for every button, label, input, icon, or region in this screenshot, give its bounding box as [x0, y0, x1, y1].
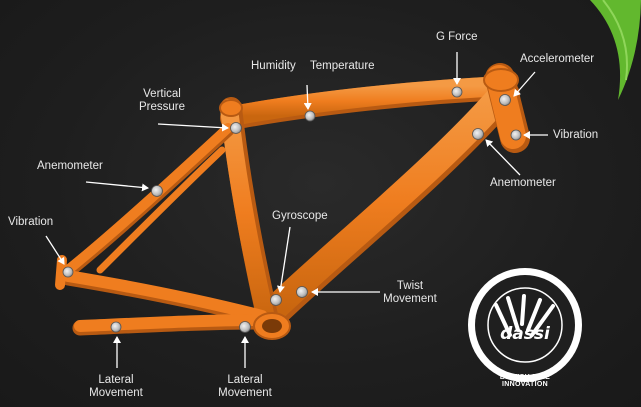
sensor-lateral-right	[239, 321, 251, 333]
sensor-vibration-left	[62, 266, 74, 278]
label-anemometer-left: Anemometer	[37, 160, 103, 172]
sensor-lateral-left	[110, 321, 122, 333]
sensor-bolts	[62, 86, 522, 333]
bottom-bracket-hole	[262, 319, 282, 333]
sensor-temperature	[304, 110, 316, 122]
label-vertical-pressure: Vertical Pressure	[138, 88, 186, 113]
sensor-anemometer-right	[472, 128, 484, 140]
label-gyroscope: Gyroscope	[272, 210, 328, 222]
sensor-anemometer-left	[151, 185, 163, 197]
label-lateral-movement-left: Lateral Movement	[89, 374, 143, 399]
label-temperature: Temperature	[310, 60, 375, 72]
sensor-vertical-pressure	[230, 122, 242, 134]
sensor-twist	[296, 286, 308, 298]
leader-arrows	[45, 52, 548, 368]
sensor-gyroscope	[270, 294, 282, 306]
sensor-accelerometer	[499, 94, 511, 106]
head-tube-cap	[483, 68, 519, 92]
logo-brand: dassi	[500, 324, 550, 344]
label-vibration-left: Vibration	[8, 216, 54, 228]
corner-swoosh	[590, 0, 641, 100]
bike-frame	[55, 63, 530, 336]
sensor-vibration-right	[510, 129, 522, 141]
label-twist-movement: Twist Movement	[383, 280, 437, 305]
label-lateral-movement-right: Lateral Movement	[218, 374, 272, 399]
label-anemometer-right: Anemometer	[490, 177, 556, 189]
label-g-force: G Force	[436, 31, 478, 43]
sensor-g-force	[451, 86, 463, 98]
dassi-logo	[468, 268, 582, 382]
label-humidity: Humidity	[251, 60, 296, 72]
label-accelerometer: Accelerometer	[520, 53, 595, 65]
seat-collar	[219, 99, 243, 117]
logo-tagline: BRITISH BIKE INNOVATION	[499, 374, 551, 388]
label-vibration-right: Vibration	[553, 129, 599, 141]
